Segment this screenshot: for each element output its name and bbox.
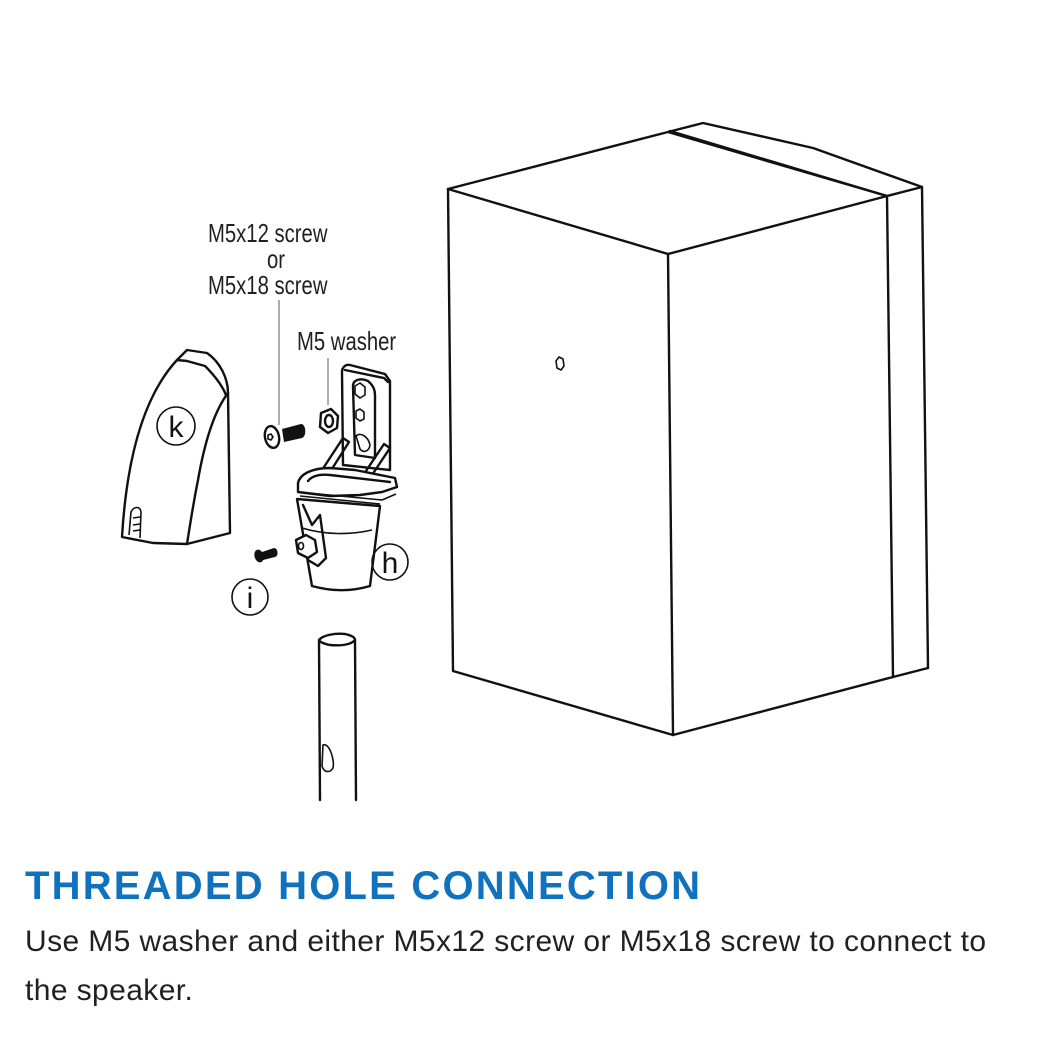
screw-callout-line3: M5x18 screw [208,270,328,300]
stand-pole [317,632,358,802]
screw-callout-line2: or [267,244,286,274]
threaded-hole-icon [555,356,565,371]
screw-icon [263,424,306,450]
washer-icon [318,407,340,435]
assembly-illustration: k h [120,121,930,802]
speaker-cabinet [446,121,930,737]
part-label-k: k [169,411,185,444]
section-title: THREADED HOLE CONNECTION [25,864,703,908]
cap-cover: k [120,348,232,546]
screw-callout-line1: M5x12 screw [208,218,328,248]
small-screw-icon [254,548,278,563]
washer-callout: M5 washer [297,326,397,356]
section-description: Use M5 washer and either M5x12 screw or … [25,925,987,1007]
part-label-h: h [382,547,399,580]
mount-bracket: h [294,363,409,592]
part-label-i: i [247,582,254,615]
